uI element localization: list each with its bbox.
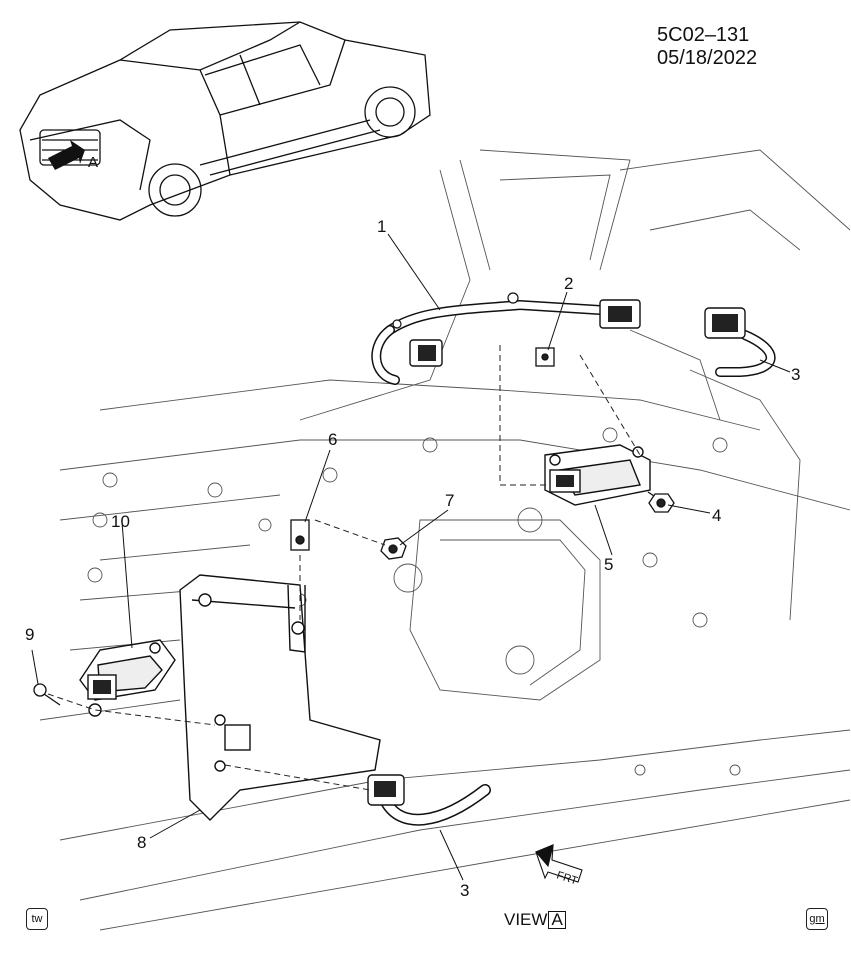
diagram-reference: 5C02–131 05/18/2022 — [657, 24, 758, 69]
callout-3-lower: 3 — [460, 881, 470, 900]
module-10 — [79, 639, 176, 717]
view-letter: A — [548, 911, 566, 929]
bolt-4 — [647, 491, 675, 513]
view-a-arrow — [48, 140, 85, 170]
callout-5: 5 — [604, 555, 614, 574]
bracket-8 — [179, 574, 381, 821]
assembly-lines — [47, 345, 641, 791]
callout-10: 10 — [111, 512, 130, 531]
callout-4: 4 — [712, 506, 722, 525]
callout-3: 3 — [791, 365, 801, 384]
nut-6 — [290, 519, 310, 551]
bolt-7 — [380, 537, 407, 560]
callout-2: 2 — [564, 274, 574, 293]
leader-lines — [31, 233, 791, 881]
callout-1: 1 — [377, 217, 387, 236]
body-structure — [39, 149, 851, 931]
callout-7: 7 — [445, 491, 455, 510]
view-a-marker: A — [88, 154, 98, 171]
callout-6: 6 — [328, 430, 338, 449]
module-5 — [544, 444, 651, 506]
vehicle-inset — [19, 21, 431, 221]
front-arrow — [535, 844, 583, 883]
harness-segment-upper — [704, 307, 776, 377]
wiring-harness — [371, 292, 641, 385]
tw-icon: tw — [26, 908, 48, 930]
nut-2 — [535, 347, 555, 367]
gm-logo-icon: gm — [806, 908, 828, 930]
callout-8: 8 — [137, 833, 147, 852]
bolt-9 — [33, 683, 61, 706]
view-word: VIEW — [504, 910, 548, 929]
callout-9: 9 — [25, 625, 35, 644]
harness-segment-lower — [367, 774, 491, 826]
